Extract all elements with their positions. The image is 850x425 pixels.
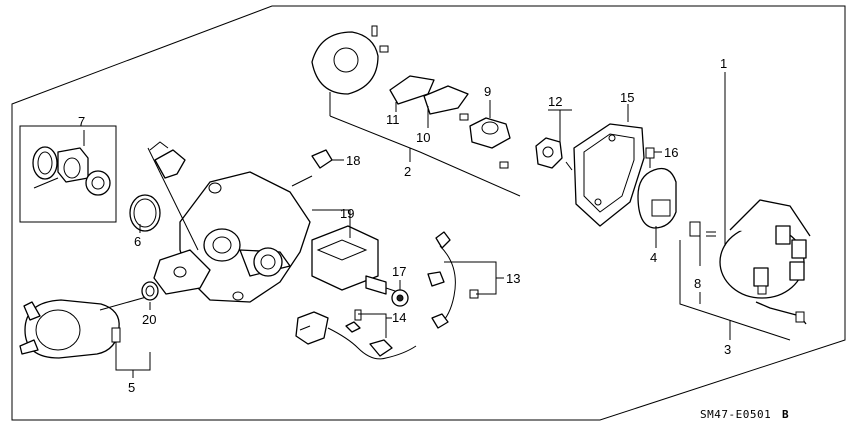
part-ignition-module [291,175,399,295]
callout-14: 14 [392,310,406,325]
callout-8: 8 [694,276,701,291]
part-sensor-harness [427,231,479,329]
callout-18: 18 [346,153,360,168]
callout-11: 11 [386,112,400,127]
callout-9: 9 [484,84,491,99]
part-seal-kit [32,146,111,196]
callout-16: 16 [664,145,678,160]
callout-1: 1 [720,56,727,71]
callout-13: 13 [506,271,520,286]
callout-12: 12 [548,94,562,109]
part-grommet [391,289,409,307]
callout-10: 10 [416,130,430,145]
inset-box-7 [19,125,117,223]
callout-6: 6 [134,234,141,249]
callout-4: 4 [650,250,657,265]
part-distributor-cap [719,199,811,325]
part-wire-harness [295,309,417,360]
part-o-ring [129,194,161,232]
part-screw [645,147,655,168]
callout-20: 20 [142,312,156,327]
callout-2: 2 [404,164,411,179]
callout-19: 19 [340,206,354,221]
callout-15: 15 [620,90,634,105]
leader-lines [83,72,791,378]
part-cap-screws [689,221,716,237]
part-cap-seal [637,167,677,229]
part-plug [311,149,342,169]
part-washer [141,281,159,301]
callout-7: 7 [78,114,85,129]
diagram-border [11,5,846,421]
part-vacuum-unit [19,295,151,362]
part-rotor [535,137,573,171]
part-gasket [573,123,645,227]
part-pickup-assembly [311,25,511,169]
callout-3: 3 [724,342,731,357]
callout-5: 5 [128,380,135,395]
part-distributor-housing [147,141,311,303]
diagram-code: SM47-E0501 [700,408,771,421]
callout-17: 17 [392,264,406,279]
diagram-code-suffix: B [782,408,789,421]
